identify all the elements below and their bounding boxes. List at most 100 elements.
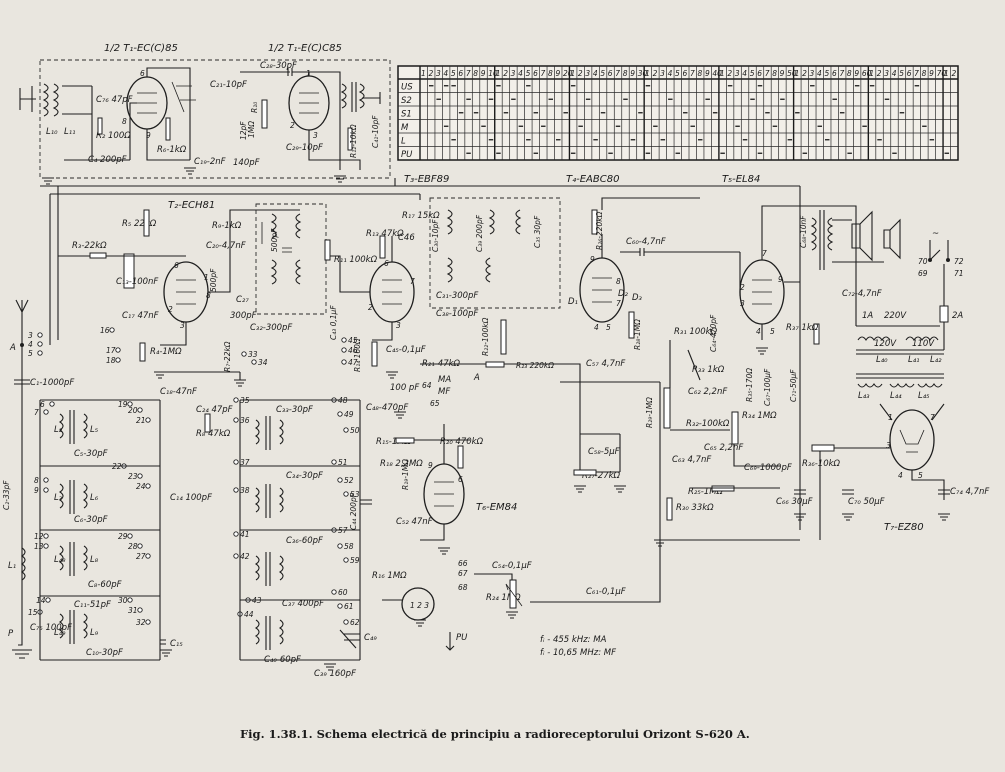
- rf-coil-group: [39, 399, 161, 661]
- table-column-label: 4: [518, 69, 523, 78]
- label-c76: C₇₆ 47pF: [96, 95, 133, 105]
- table-column-label: 1: [795, 69, 800, 78]
- table-column-label: 4: [817, 69, 822, 78]
- label-r4: R₄-1MΩ: [150, 347, 182, 357]
- table-column-label: 8: [473, 69, 478, 78]
- switch-contact: [115, 347, 121, 353]
- label-c18: C₁₈-47nF: [160, 387, 197, 397]
- svg-text:2: 2: [740, 283, 745, 292]
- switch-contact: [43, 487, 49, 493]
- tube-t2: 61 823: [163, 261, 211, 330]
- table-column-label: 9: [556, 69, 561, 78]
- svg-text:67: 67: [458, 569, 468, 578]
- switch-contact: [137, 407, 143, 413]
- switch-contact-number: 45: [348, 336, 358, 345]
- svg-text:3: 3: [740, 299, 745, 308]
- table-column-label: 9: [780, 69, 785, 78]
- table-column-label: 9: [929, 69, 934, 78]
- ground-icon: [394, 411, 406, 419]
- mains-switch[interactable]: [929, 240, 949, 261]
- label-contact-70: 70: [918, 257, 928, 266]
- switch-contact: [43, 409, 49, 415]
- label-c69: C₆₉-1000pF: [744, 463, 792, 473]
- label-r6: R₆-1kΩ: [157, 145, 187, 155]
- switch-contact: [343, 557, 349, 563]
- switch-contact-number: 9: [34, 486, 39, 495]
- table-column-label: 8: [697, 69, 702, 78]
- ground-icon: [160, 649, 172, 657]
- tube-label-t5: T₅-EL84: [722, 174, 760, 185]
- switch-contact-number: 53: [350, 490, 360, 499]
- contact-65: 65: [430, 399, 440, 408]
- switch-contact-number: 23: [128, 472, 138, 481]
- svg-text:8: 8: [616, 277, 621, 286]
- input-transformer: [42, 83, 59, 117]
- label-c30: C₃₀-10pF: [431, 219, 440, 252]
- label-contact-71: 71: [954, 269, 964, 278]
- svg-text:6: 6: [174, 261, 179, 270]
- switch-contact-number: 20: [128, 406, 138, 415]
- svg-text:66: 66: [458, 559, 468, 568]
- svg-text:8: 8: [206, 291, 211, 300]
- switch-contact-number: 31: [128, 606, 138, 615]
- switch-contact-number: 38: [240, 486, 250, 495]
- table-column-label: 9: [630, 69, 635, 78]
- label-c15: C₁₅: [170, 639, 183, 649]
- table-column-label: 7: [839, 69, 844, 78]
- table-column-label: 3: [810, 69, 815, 78]
- ground-icon: [324, 663, 336, 671]
- tube-label-t1a: 1/2 T₁-EC(C)85: [104, 43, 178, 54]
- switch-contact-number: 14: [36, 596, 46, 605]
- label-c27: C₂₇: [236, 295, 249, 305]
- label-c17: C₁₇ 47nF: [122, 311, 159, 321]
- label-mf: MF: [438, 387, 450, 397]
- svg-text:3: 3: [396, 321, 401, 330]
- label-r19: R₁₉-1MΩ: [401, 459, 410, 490]
- switch-contact-number: 60: [338, 588, 348, 597]
- tube-label-t3: T₃-EBF89: [404, 174, 449, 185]
- ground-icon: [842, 513, 854, 521]
- table-column-label: 2: [653, 69, 658, 78]
- treble-pot[interactable]: [731, 411, 739, 445]
- label-l3: L₃: [54, 493, 63, 503]
- label-c39b: C₃₉ 200pF: [475, 214, 484, 252]
- label-c46: C46: [398, 233, 415, 243]
- label-fuse-1a: 1A: [862, 311, 873, 321]
- switch-contact: [115, 357, 121, 363]
- label-c71: C₇₁-50µF: [789, 369, 798, 402]
- switch-contact-number: 18: [106, 356, 116, 365]
- switch-contact: [343, 427, 349, 433]
- switch-contact: [233, 531, 239, 537]
- figure-caption: Fig. 1.38.1. Schema electrică de princip…: [240, 727, 750, 741]
- tube-label-t1b: 1/2 T₁-E(C)C85: [268, 43, 342, 54]
- label-l11: L₁₁: [64, 127, 76, 137]
- label-c65: C₆₅ 2,2nF: [704, 443, 743, 453]
- label-c28: C₂₈-30pF: [260, 61, 297, 71]
- table-column-label: 8: [623, 69, 628, 78]
- svg-text:4: 4: [756, 327, 761, 336]
- tube-t3: 67 23: [368, 259, 415, 330]
- label-d2: D₂: [618, 289, 629, 299]
- freq-note-fm: fᵢ - 10,65 MHz: MF: [540, 648, 616, 658]
- switch-contact-number: 17: [106, 346, 116, 355]
- label-r17: R₁₇ 15kΩ: [402, 211, 440, 221]
- switch-contact-number: 5: [28, 349, 33, 358]
- label-c6: C₆-30pF: [74, 515, 108, 525]
- table-column-label: 4: [668, 69, 673, 78]
- table-column-label: 9: [705, 69, 710, 78]
- label-l43: L₄₃: [858, 391, 870, 401]
- label-c13: C₁₃-100nF: [116, 277, 158, 287]
- switch-contact: [137, 473, 143, 479]
- bass-pot[interactable]: [663, 387, 671, 429]
- tube-t1b: 123: [288, 69, 330, 140]
- label-fuse-2a: 2A: [952, 311, 963, 321]
- switch-contact: [341, 347, 347, 353]
- label-r1m: 1MΩ: [247, 121, 256, 138]
- table-column-label: 3: [436, 69, 441, 78]
- label-r26: R₂₆-220kΩ: [595, 211, 604, 250]
- table-column-label: 60: [862, 69, 872, 78]
- switch-contact-number: 19: [118, 400, 128, 409]
- switch-contact: [127, 597, 133, 603]
- label-r29: R₂₉-1MΩ: [645, 397, 654, 428]
